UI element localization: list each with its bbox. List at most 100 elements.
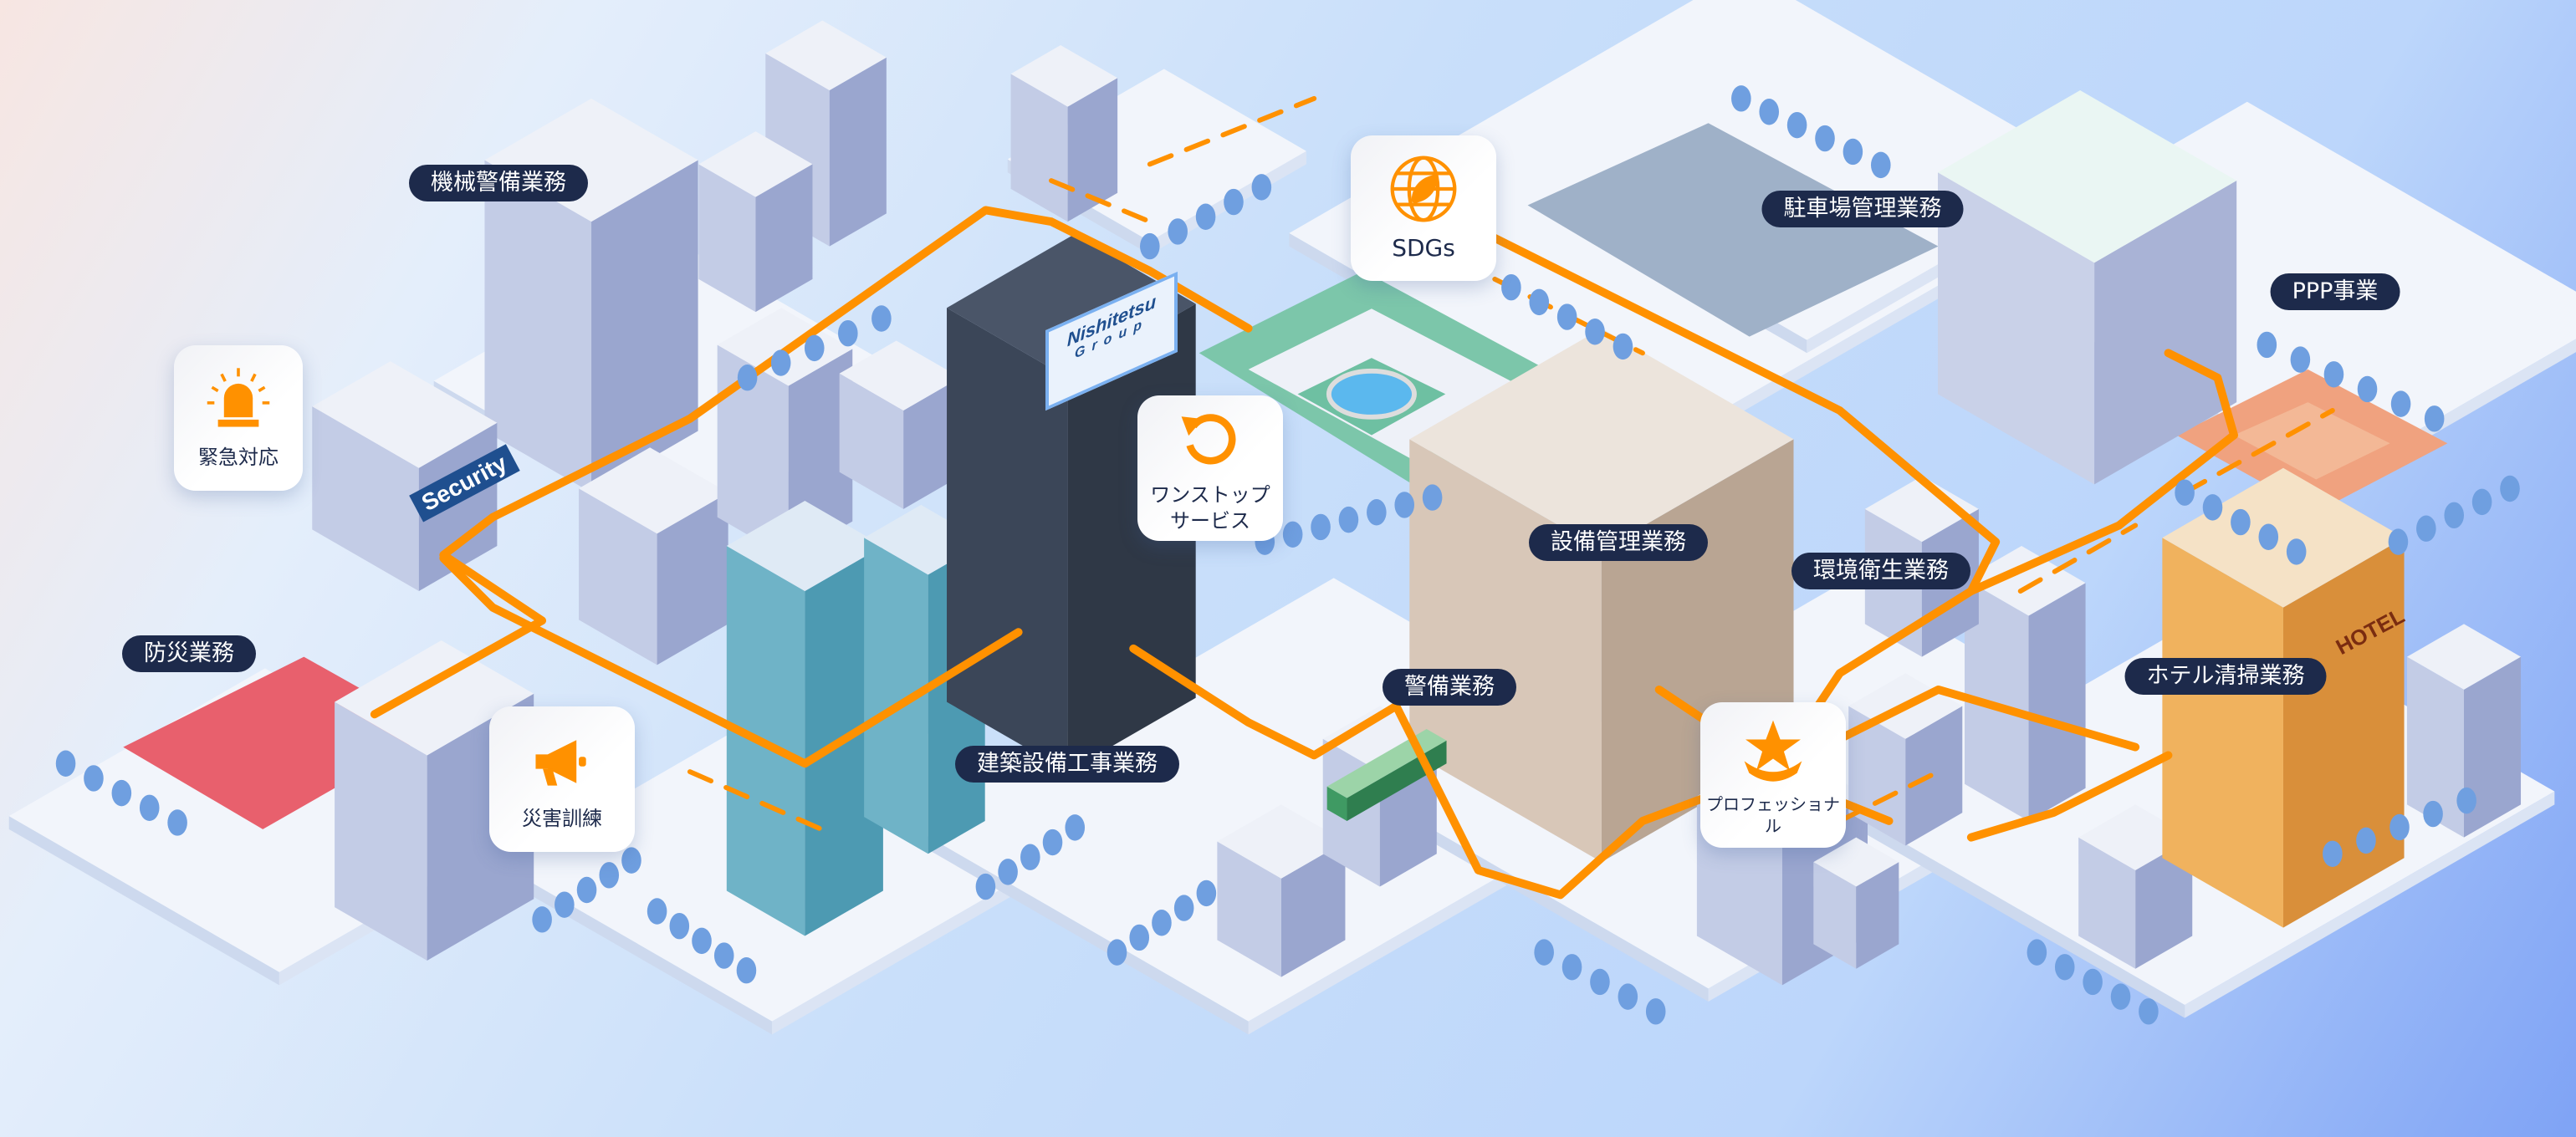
tree [2416,515,2436,542]
building-left-face [907,823,1249,1035]
route-dash [687,769,824,832]
label-facility-management[interactable]: 設備管理業務 [1529,524,1708,561]
tree [1282,521,1303,548]
tree [2471,488,2492,516]
building-roof [1938,90,2237,263]
tree [2054,954,2075,981]
building-left-face [579,488,657,665]
tree [1129,924,1150,951]
tree [1759,99,1780,125]
tree [2175,479,2195,506]
label-machine-security[interactable]: 機械警備業務 [409,165,588,201]
label-ppp[interactable]: PPP事業 [2270,273,2400,310]
building-left-face [1217,841,1281,977]
route-line [1966,751,2173,842]
building-right-face [2282,538,2405,928]
tree [2290,346,2311,373]
tree [2357,375,2378,403]
label-hotel-cleaning[interactable]: ホテル清掃業務 [2124,658,2327,695]
tree [1152,910,1172,936]
tree [2286,538,2307,565]
building-left-face [1813,862,1857,969]
tree [1196,880,1217,907]
tree [84,765,104,792]
tree [111,779,132,807]
tree [2323,361,2344,388]
tree [1501,273,1521,301]
service-routes [370,95,2335,900]
tree [555,891,575,918]
route-line [1129,644,2140,900]
building-right-face [829,57,887,247]
building [698,131,813,313]
trees [55,85,2520,1025]
star-badge-icon [1744,720,1802,782]
tree [2258,523,2279,550]
label-security[interactable]: 警備業務 [1383,669,1516,706]
building-left-face [839,373,904,509]
megaphone-icon [535,740,586,787]
building-right-face [1856,862,1899,969]
building [1813,837,1899,969]
tree [1786,111,1807,139]
building-left-face [2406,656,2464,838]
building-roof [765,20,887,91]
building-right-face [2464,656,2522,838]
card-one-stop[interactable]: ワンストップ サービス [1137,395,1283,541]
building-right-face [2094,181,2237,485]
tree [1618,983,1638,1010]
label-disaster-prevention[interactable]: 防災業務 [122,635,256,672]
tree [2027,939,2047,966]
building-right-face [755,164,813,313]
building-left-face [864,538,928,854]
label-parking[interactable]: 駐車場管理業務 [1761,191,1964,227]
tree [1168,218,1188,245]
tree [1556,303,1577,330]
tree [2257,331,2277,359]
building-roof [726,501,883,592]
tree [599,862,620,889]
tree [669,912,690,940]
tree [55,750,76,777]
tree [2083,968,2103,996]
route-line [1966,349,2238,595]
route-line [439,553,1023,768]
building-right-face [1905,706,1963,846]
building-left-face [1965,579,2029,821]
card-sdgs[interactable]: SDGs [1351,135,1496,281]
tree [2323,840,2343,867]
tree [838,319,858,347]
building-roof [1010,45,1118,107]
tree [1422,484,1443,511]
building-right-face [1280,841,1346,977]
tree [621,847,641,874]
building-right-face [2185,791,2555,1018]
tree [975,873,996,900]
siren-icon [207,368,270,427]
building-left-face [2078,837,2136,969]
tree [1065,814,1086,841]
tree [1870,151,1891,179]
tree [2356,827,2376,854]
tree [2444,502,2464,529]
card-disaster-drill[interactable]: 災害訓練 [489,706,635,852]
building [839,340,961,509]
card-professional-label: プロフェッショナル [1706,794,1840,836]
card-sdgs-label: SDGs [1392,233,1455,262]
label-environmental-hygiene[interactable]: 環境衛生業務 [1791,553,1970,589]
building-right-face [2135,837,2193,969]
rotate-arrow-icon [1181,414,1236,465]
tree [692,927,712,955]
tree [647,898,667,925]
card-emergency[interactable]: 緊急対応 [174,345,303,491]
parking-lot [1527,123,1939,337]
card-professional[interactable]: プロフェッショナル [1700,702,1846,848]
label-construction[interactable]: 建築設備工事業務 [955,746,1179,783]
tree [2456,787,2476,814]
route-line [1474,226,2001,776]
tree [1224,188,1244,216]
building-right-face [591,160,698,493]
building-left-face [484,160,592,493]
building [1010,45,1118,222]
